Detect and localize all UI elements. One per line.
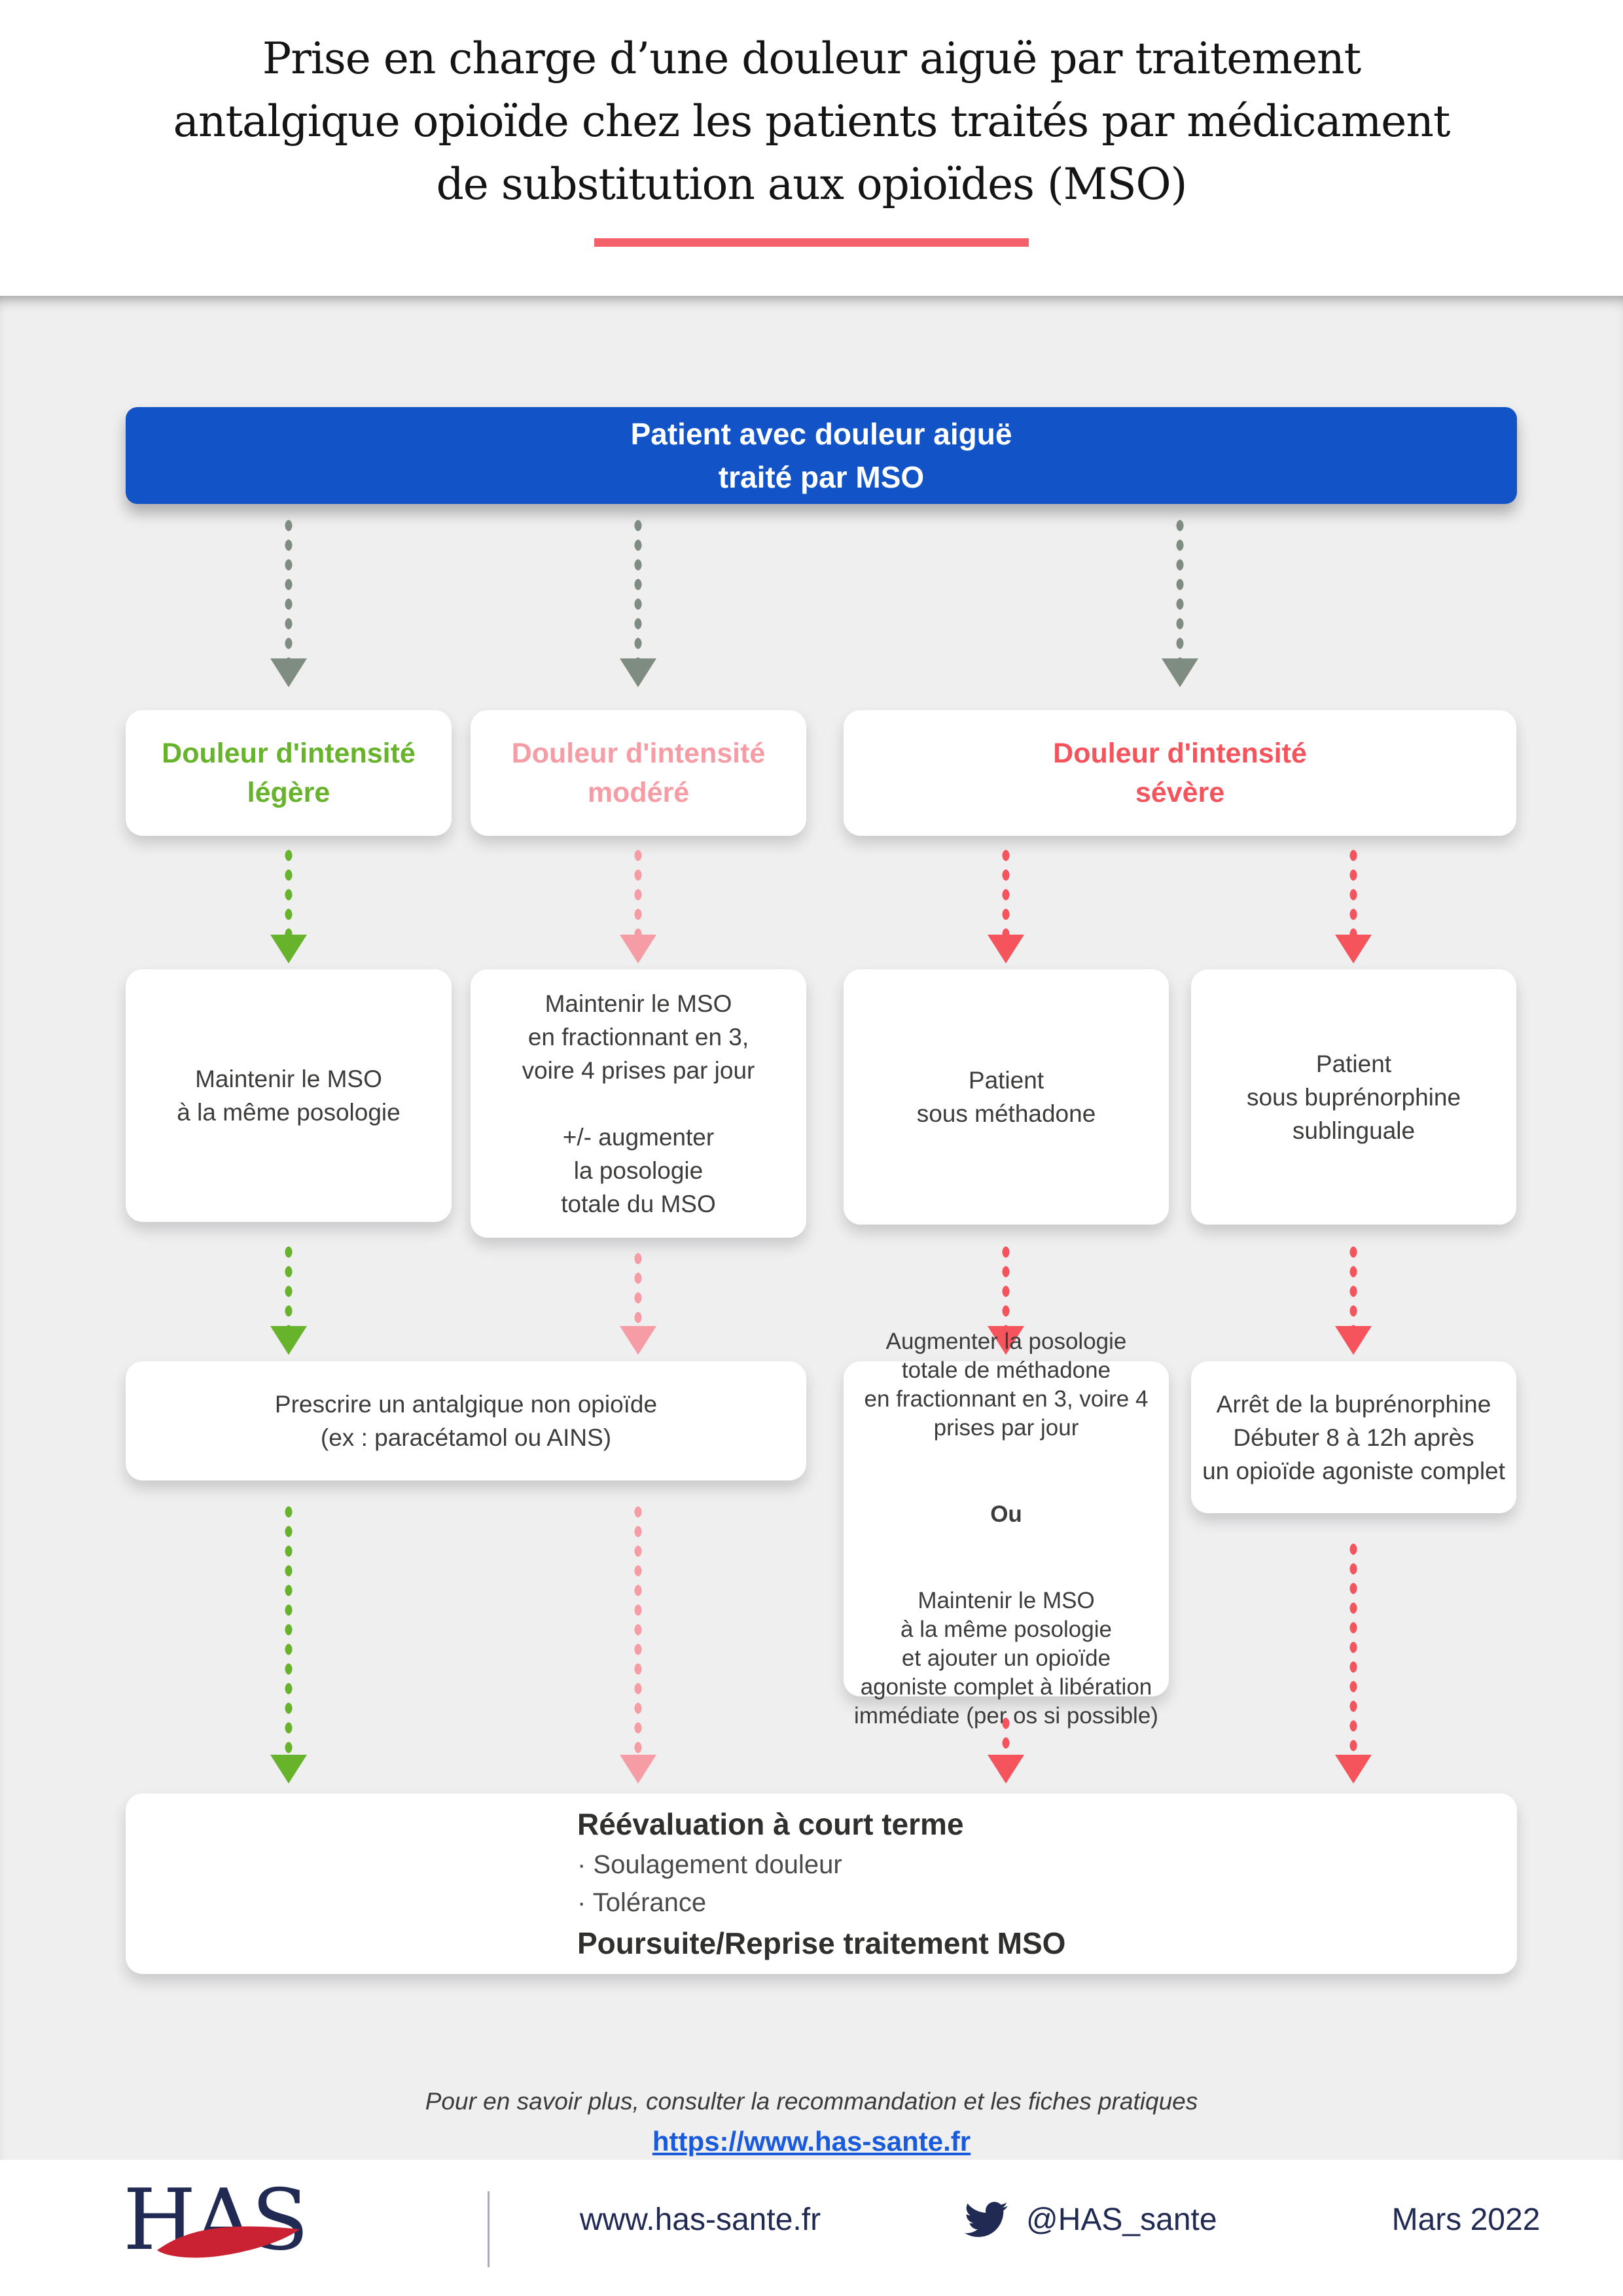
reassessment-bullet-tolerance: · Tolérance [577, 1888, 707, 1917]
arrow-down-icon [1335, 1242, 1372, 1355]
publication-date: Mars 2022 [1391, 2202, 1541, 2237]
node-severity-light: Douleur d'intensité légère [126, 710, 452, 836]
node-non-opioid-action: Prescrire un antalgique non opioïde (ex … [126, 1361, 806, 1480]
footer-website: www.has-sante.fr [579, 2202, 821, 2237]
page-title: Prise en charge d’une douleur aiguë par … [173, 33, 1451, 209]
node-severity-severe: Douleur d'intensité sévère [844, 710, 1516, 836]
has-website-link-text[interactable]: https://www.has-sante.fr [652, 2126, 971, 2157]
node-severity-severe-label: Douleur d'intensité sévère [1053, 738, 1307, 808]
node-severity-moderate: Douleur d'intensité modéré [471, 710, 806, 836]
arrow-down-icon [988, 1713, 1024, 1784]
reassessment-title: Réévaluation à court terme [577, 1807, 964, 1841]
arrow-down-icon [620, 1249, 656, 1355]
node-light-action-label: Maintenir le MSO à la même posologie [177, 1066, 401, 1126]
node-light-action: Maintenir le MSO à la même posologie [126, 969, 452, 1222]
arrow-down-icon [270, 516, 307, 687]
reassessment-outcome: Poursuite/Reprise traitement MSO [577, 1926, 1066, 1960]
twitter-group[interactable]: @HAS_sante [961, 2198, 1217, 2241]
arrow-down-icon [1162, 516, 1198, 687]
arrow-down-icon [620, 846, 656, 963]
has-website-link[interactable]: https://www.has-sante.fr [0, 2126, 1623, 2157]
node-moderate-action: Maintenir le MSO en fractionnant en 3, v… [471, 969, 806, 1238]
arrow-down-icon [988, 1242, 1024, 1355]
reassessment-bullet-relief: · Soulagement douleur [577, 1850, 842, 1879]
node-reassessment: Réévaluation à court terme · Soulagement… [126, 1793, 1517, 1974]
node-moderate-action-label: Maintenir le MSO en fractionnant en 3, v… [522, 990, 755, 1217]
footer-divider [488, 2191, 490, 2267]
node-severity-light-label: Douleur d'intensité légère [162, 738, 416, 808]
has-logo-swoosh-icon [157, 2226, 300, 2258]
node-methadone-action-label: Augmenter la posologie totale de méthado… [854, 1299, 1158, 1759]
node-buprenorphine-action: Arrêt de la buprénorphine Débuter 8 à 12… [1191, 1361, 1516, 1513]
twitter-bird-icon [965, 2202, 1008, 2237]
more-info-note: Pour en savoir plus, consulter la recomm… [425, 2088, 1198, 2115]
node-patient-mso: Patient avec douleur aiguë traité par MS… [126, 407, 1517, 504]
node-methadone-patient: Patient sous méthadone [844, 969, 1169, 1225]
node-methadone-action: Augmenter la posologie totale de méthado… [844, 1329, 1169, 1729]
arrow-down-icon [270, 1502, 307, 1784]
methadone-action-part2: Maintenir le MSO à la même posologie et … [854, 1588, 1158, 1729]
arrow-down-icon [988, 846, 1024, 963]
node-buprenorphine-patient-label: Patient sous buprénorphine sublinguale [1246, 1050, 1461, 1144]
node-non-opioid-action-label: Prescrire un antalgique non opioïde (ex … [274, 1391, 658, 1451]
node-severity-moderate-label: Douleur d'intensité modéré [511, 738, 766, 808]
arrow-down-icon [620, 516, 656, 687]
node-buprenorphine-action-label: Arrêt de la buprénorphine Débuter 8 à 12… [1202, 1390, 1505, 1484]
bottom-bar: HAS www.has-sante.fr @HAS_sante Mars 202… [0, 2160, 1623, 2296]
arrow-down-icon [620, 1502, 656, 1784]
arrow-down-icon [1335, 1539, 1372, 1784]
node-buprenorphine-patient: Patient sous buprénorphine sublinguale [1191, 969, 1516, 1225]
node-patient-mso-label: Patient avec douleur aiguë traité par MS… [630, 417, 1012, 494]
arrow-down-icon [270, 1242, 307, 1355]
twitter-handle[interactable]: @HAS_sante [1026, 2202, 1217, 2237]
arrow-down-icon [1335, 846, 1372, 963]
methadone-action-part1: Augmenter la posologie totale de méthado… [864, 1329, 1149, 1441]
methadone-action-or: Ou [990, 1501, 1022, 1527]
title-underline [594, 238, 1029, 247]
has-logo: HAS [123, 2172, 339, 2276]
arrow-down-icon [270, 846, 307, 963]
node-methadone-patient-label: Patient sous méthadone [916, 1067, 1096, 1127]
